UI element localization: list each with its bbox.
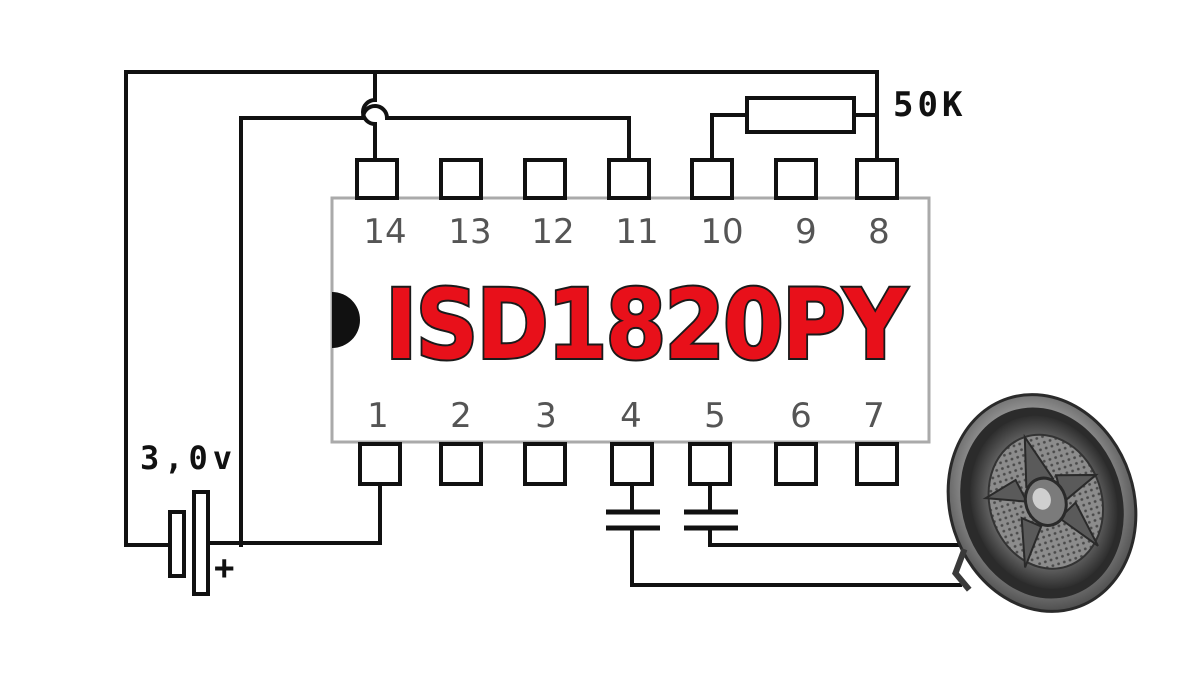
pin-14 — [355, 158, 399, 200]
pin-3 — [523, 442, 567, 486]
pin-number-7: 7 — [863, 396, 885, 436]
top-pins — [355, 158, 899, 200]
speaker-icon — [946, 393, 1138, 613]
pin-number-5: 5 — [704, 396, 726, 436]
pin-number-11: 11 — [615, 212, 658, 252]
pin-number-12: 12 — [531, 212, 574, 252]
wire-pin14-drop — [361, 70, 377, 162]
chip-name-glow: ISD1820PY — [385, 269, 908, 381]
pin-8 — [855, 158, 899, 200]
resistor-label: 50K — [893, 85, 966, 125]
pin-number-3: 3 — [535, 396, 557, 436]
resistor-icon — [745, 96, 856, 134]
pin-10 — [690, 158, 734, 200]
battery-plus-label: + — [214, 548, 234, 588]
battery-icon — [168, 490, 210, 596]
pin-number-6: 6 — [790, 396, 812, 436]
chip-body — [330, 196, 931, 444]
capacitor-icon — [606, 509, 660, 531]
pin-number-9: 9 — [795, 212, 817, 252]
wires — [124, 70, 962, 587]
wire-pin4-bottom — [630, 526, 962, 587]
pin-13 — [439, 158, 483, 200]
chip-notch — [332, 292, 360, 348]
pin-12 — [523, 158, 567, 200]
capacitor-icon — [684, 509, 738, 531]
pin-1 — [358, 442, 402, 486]
pin-number-1: 1 — [367, 396, 389, 436]
pin-5 — [688, 442, 732, 486]
chip-name: ISD1820PY — [385, 269, 908, 381]
pin-7 — [855, 442, 899, 486]
pin-9 — [774, 158, 818, 200]
pin-number-2: 2 — [450, 396, 472, 436]
wire-pin10-resistor — [710, 113, 749, 162]
pin-4 — [610, 442, 654, 486]
bottom-pins — [358, 442, 899, 486]
wire-pin5-bottom — [708, 526, 962, 547]
chip: 14 13 12 11 10 9 8 1 2 3 4 5 6 7 ISD1820… — [330, 158, 931, 486]
pin-number-4: 4 — [620, 396, 642, 436]
pin-number-10: 10 — [700, 212, 743, 252]
pin-number-8: 8 — [868, 212, 890, 252]
pin-number-13: 13 — [448, 212, 491, 252]
pin-2 — [439, 442, 483, 486]
battery-voltage-label: 3,0v — [140, 439, 237, 477]
wire-pin1 — [204, 482, 382, 545]
pin-6 — [774, 442, 818, 486]
pin-11 — [607, 158, 651, 200]
pin-number-14: 14 — [363, 212, 406, 252]
